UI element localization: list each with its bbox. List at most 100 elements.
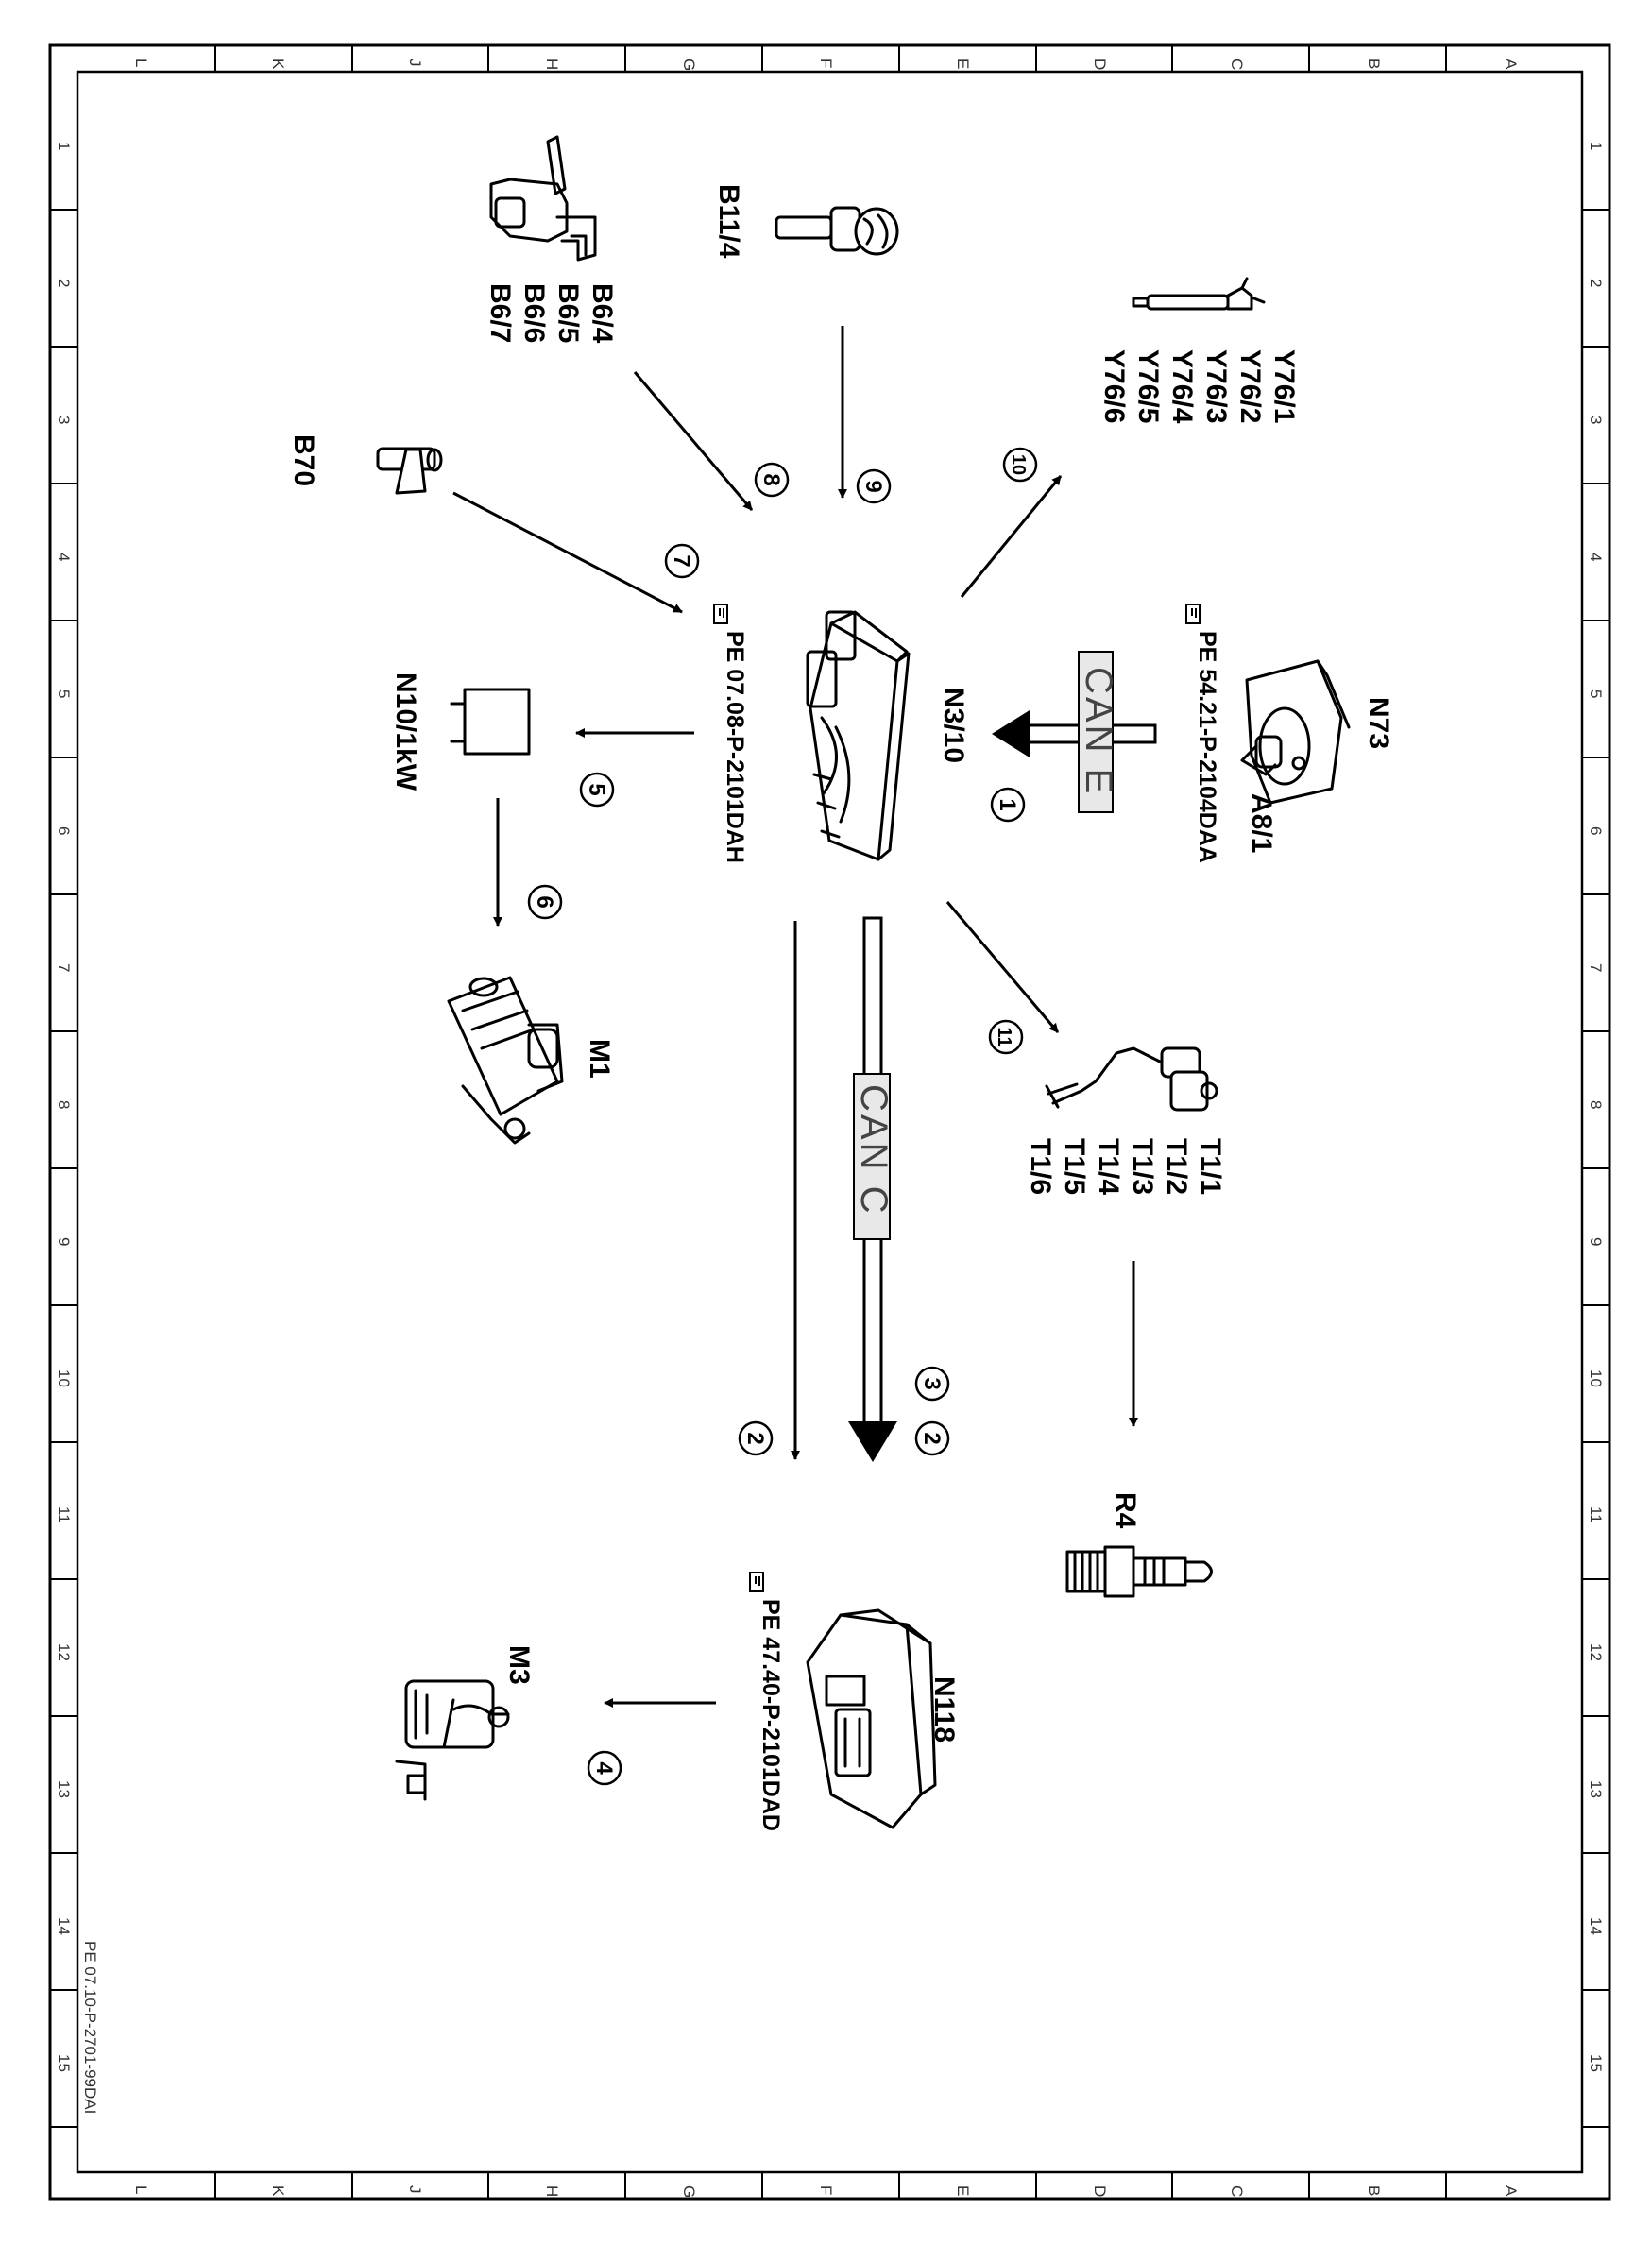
grid-number: 12 bbox=[1587, 1643, 1605, 1661]
grid-number: 5 bbox=[55, 689, 73, 698]
pe-ref-n3-10: PE 07.08-P-2101DAH bbox=[722, 631, 748, 863]
fuel-pump-m3-pictogram bbox=[395, 1679, 510, 1801]
grid-letter: F bbox=[817, 2185, 835, 2195]
label-n118: N118 bbox=[928, 1676, 960, 1742]
grid-number: 8 bbox=[1587, 1100, 1605, 1109]
grid-number: 9 bbox=[55, 1237, 73, 1246]
grid-number: 15 bbox=[1587, 2054, 1605, 2072]
step-circle bbox=[579, 772, 615, 808]
can-e-bus: CAN E bbox=[992, 651, 1157, 813]
grid-letter: E bbox=[954, 2185, 972, 2196]
step-number: 3 bbox=[919, 1377, 945, 1389]
grid-ticks bbox=[50, 45, 1609, 2199]
grid-number: 14 bbox=[55, 1917, 73, 1935]
grid-number: 7 bbox=[55, 963, 73, 972]
step-circle bbox=[856, 468, 892, 504]
label-y76-5: Y76/5 bbox=[1133, 349, 1164, 423]
label-y76-6: Y76/6 bbox=[1098, 349, 1130, 423]
inner-frame bbox=[76, 70, 1584, 2174]
label-b6-7: B6/7 bbox=[485, 283, 516, 343]
step-circle bbox=[754, 462, 790, 498]
can-c-bus: CAN C bbox=[848, 916, 897, 1462]
ignition-switch-n73-pictogram bbox=[1240, 659, 1351, 805]
can-c-label: CAN C bbox=[853, 1084, 894, 1216]
label-t1-2: T1/2 bbox=[1161, 1138, 1192, 1195]
component-labels: N3/10 N73 A8/1 N10/1kW M1 B70 B6/4 B6/5 … bbox=[288, 184, 1394, 1742]
grid-letter: B bbox=[1365, 2185, 1383, 2196]
pe-ref-n118: PE 47.40-P-2101DAD bbox=[758, 1599, 784, 1831]
grid-letters-top: L K J H G F E D C B A bbox=[132, 59, 1520, 71]
fuel-injector-y76-pictogram bbox=[1132, 277, 1266, 311]
label-b6-5: B6/5 bbox=[553, 283, 584, 343]
grid-number: 13 bbox=[55, 1780, 73, 1798]
step-circle bbox=[914, 1366, 950, 1402]
starter-m1-pictogram bbox=[447, 976, 564, 1145]
step-circle bbox=[738, 1420, 774, 1456]
arrow-b70-to-n3-10 bbox=[452, 491, 683, 614]
grid-letters-bottom: L K J H G F E D C B A bbox=[132, 2185, 1520, 2198]
grid-number: 4 bbox=[55, 552, 73, 561]
coolant-sensor-b11-4-pictogram bbox=[775, 206, 899, 256]
step-number: 2 bbox=[919, 1432, 945, 1444]
hand-pointer-icon bbox=[1185, 604, 1201, 624]
grid-letter: A bbox=[1502, 2185, 1520, 2197]
grid-letter: L bbox=[132, 59, 150, 67]
step-number: 10 bbox=[1008, 454, 1029, 475]
grid-letter: L bbox=[132, 2185, 150, 2194]
grid-number: 11 bbox=[1587, 1506, 1605, 1523]
grid-number: 2 bbox=[55, 279, 73, 287]
label-y76-3: Y76/3 bbox=[1201, 349, 1232, 423]
step-number: 4 bbox=[591, 1761, 617, 1775]
grid-number: 1 bbox=[55, 142, 73, 150]
grid-letter: B bbox=[1365, 59, 1383, 69]
step-number: 5 bbox=[584, 783, 609, 795]
grid-number: 2 bbox=[1587, 279, 1605, 287]
step-number: 9 bbox=[860, 480, 886, 492]
label-m3: M3 bbox=[503, 1645, 535, 1685]
grid-number: 6 bbox=[55, 826, 73, 835]
label-y76-1: Y76/1 bbox=[1269, 349, 1300, 423]
grid-letter: C bbox=[1228, 59, 1246, 70]
grid-letter: E bbox=[954, 59, 972, 69]
grid-letter: J bbox=[406, 2185, 424, 2194]
outer-frame bbox=[48, 43, 1611, 2201]
document-id: PE 07.10-P-2701-99DAI bbox=[81, 1941, 99, 2114]
can-e-label: CAN E bbox=[1078, 667, 1119, 796]
label-t1-1: T1/1 bbox=[1195, 1138, 1226, 1195]
label-t1-5: T1/5 bbox=[1059, 1138, 1090, 1195]
step-number: 6 bbox=[532, 895, 557, 908]
label-b6-4: B6/4 bbox=[587, 283, 618, 344]
label-m1: M1 bbox=[584, 1039, 615, 1079]
grid-letter: G bbox=[680, 59, 698, 71]
hand-pointer-icon bbox=[749, 1572, 764, 1592]
step-circle bbox=[1002, 447, 1038, 483]
label-n3-10: N3/10 bbox=[938, 688, 969, 763]
grid-number: 10 bbox=[1587, 1369, 1605, 1387]
label-n73: N73 bbox=[1363, 697, 1394, 749]
grid-number: 8 bbox=[55, 1100, 73, 1109]
pe-references: PE 07.08-P-2101DAH PE 54.21-P-2104DAA PE… bbox=[713, 604, 1220, 1831]
grid-letter: J bbox=[406, 59, 424, 67]
label-n10-1kw: N10/1kW bbox=[390, 672, 421, 791]
arrow-n3-10-to-y76 bbox=[960, 475, 1063, 598]
label-t1-6: T1/6 bbox=[1025, 1138, 1056, 1195]
grid-number: 4 bbox=[1587, 552, 1605, 561]
grid-number: 11 bbox=[55, 1506, 73, 1523]
grid-number: 6 bbox=[1587, 826, 1605, 835]
grid-number: 7 bbox=[1587, 963, 1605, 972]
label-t1-4: T1/4 bbox=[1093, 1138, 1124, 1195]
label-y76-4: Y76/4 bbox=[1167, 349, 1198, 424]
label-r4: R4 bbox=[1110, 1492, 1141, 1529]
hand-pointer-icon bbox=[713, 604, 728, 624]
step-number: 1 bbox=[995, 798, 1020, 810]
fuel-pump-control-n118-pictogram bbox=[806, 1608, 937, 1829]
label-b11-4: B11/4 bbox=[713, 184, 744, 259]
ecu-n3-10-pictogram bbox=[806, 610, 911, 861]
step-circle bbox=[527, 884, 563, 920]
grid-numbers-left: 1 2 3 4 5 6 7 8 9 10 11 12 13 14 15 bbox=[55, 142, 73, 2072]
grid-letter: K bbox=[269, 2185, 287, 2197]
grid-number: 15 bbox=[55, 2054, 73, 2072]
grid-number: 12 bbox=[55, 1643, 73, 1661]
crankshaft-sensor-b70-pictogram bbox=[376, 447, 443, 495]
